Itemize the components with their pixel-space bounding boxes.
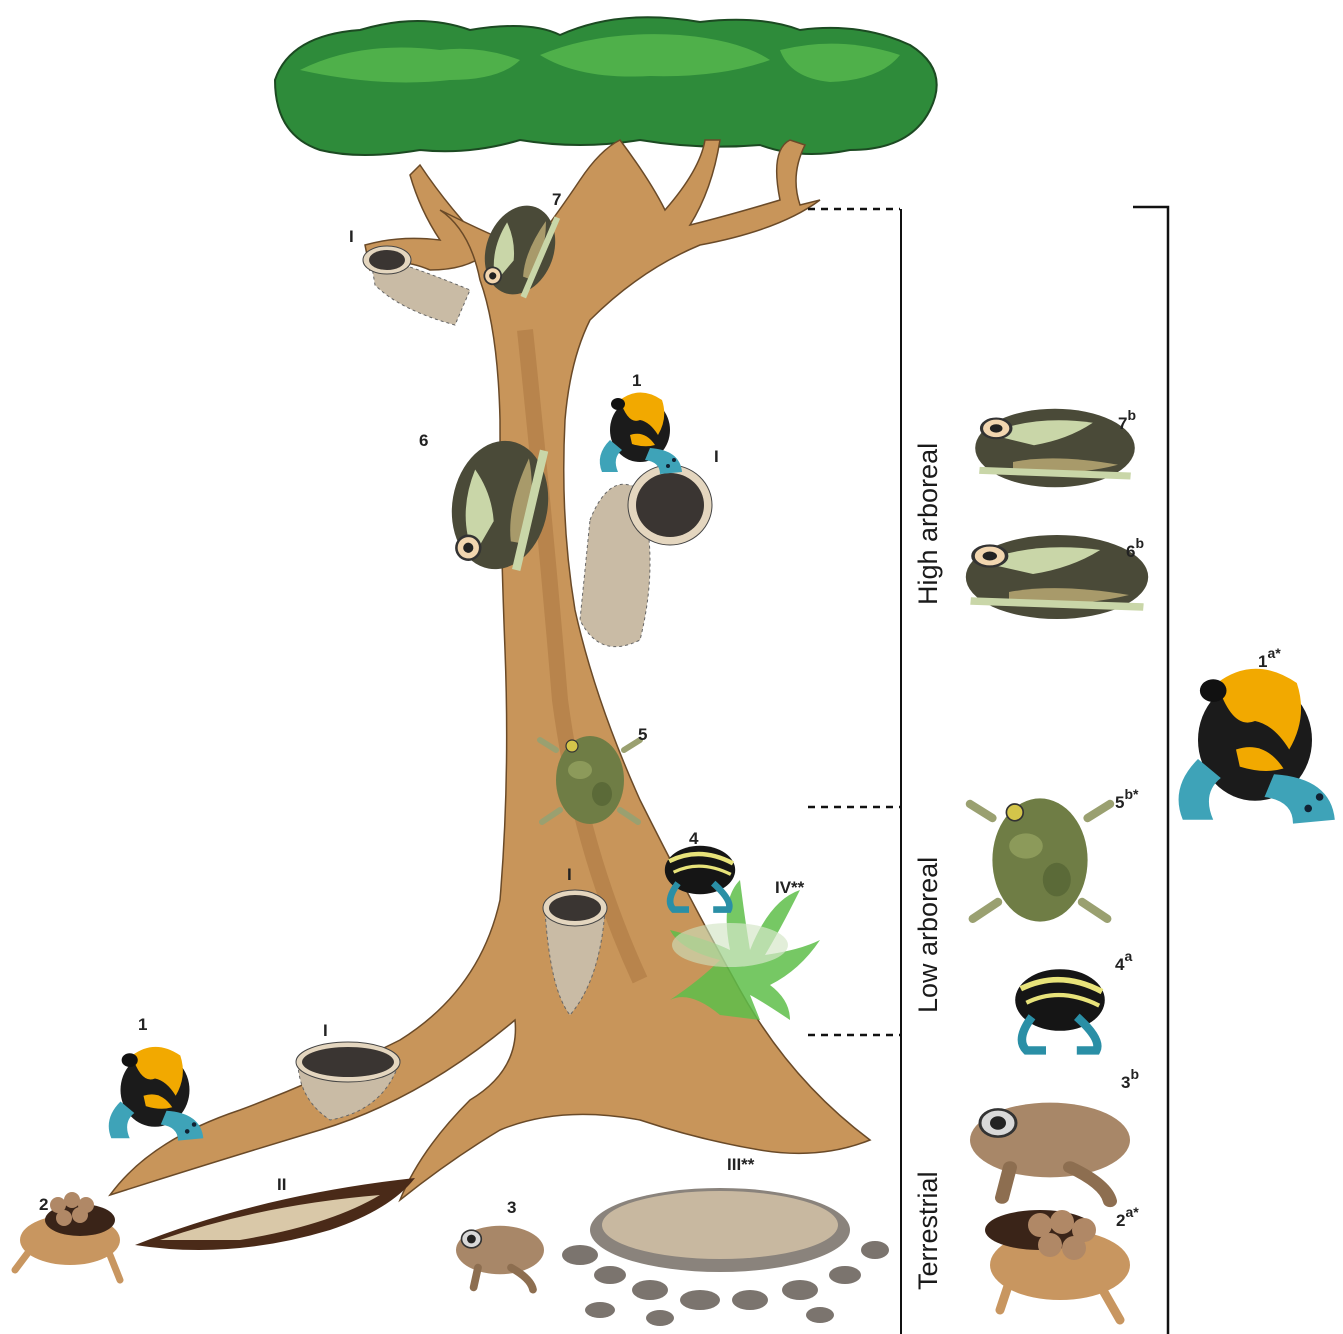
label-frog-5: 5 — [638, 725, 647, 744]
label-hole-lower: I — [567, 865, 572, 884]
stratum-terrestrial: Terrestrial — [913, 1171, 943, 1290]
legend-label-6: 6b — [1126, 535, 1144, 561]
label-hole-top: I — [349, 227, 354, 246]
label-frog-2: 2 — [39, 1195, 48, 1214]
tree-trunk — [110, 140, 870, 1200]
label-frog-3: 3 — [507, 1198, 516, 1217]
legend-frog-6 — [966, 535, 1148, 619]
frog-2-ground — [15, 1192, 120, 1280]
legend-label-7: 7b — [1118, 407, 1136, 433]
label-bromeliad: IV** — [775, 878, 805, 897]
label-frog-1-ground: 1 — [138, 1015, 147, 1034]
legend-label-4: 4a — [1115, 948, 1132, 974]
tree-canopy — [275, 17, 937, 155]
legend-frog-4 — [1015, 969, 1105, 1050]
label-leaf-litter: II — [277, 1175, 286, 1194]
legend-frog-3 — [970, 1103, 1130, 1202]
stratum-high-arboreal: High arboreal — [913, 443, 943, 605]
label-frog-7: 7 — [552, 190, 561, 209]
label-hole-mid: I — [714, 447, 719, 466]
frog-1-tree — [600, 393, 682, 475]
strata-brackets — [808, 207, 1168, 1334]
leaf-litter — [135, 1178, 415, 1250]
stratum-low-arboreal: Low arboreal — [913, 857, 943, 1013]
tree-hole-mid — [580, 465, 712, 647]
label-frog-6: 6 — [419, 431, 428, 450]
label-ground-pool: III** — [727, 1155, 755, 1174]
legend-label-3: 3b — [1121, 1066, 1139, 1092]
frog-1-ground — [109, 1047, 204, 1141]
legend-label-2: 2a* — [1116, 1204, 1139, 1230]
label-frog-1-tree: 1 — [632, 371, 641, 390]
legend-label-5: 5b* — [1115, 786, 1139, 812]
frog-3-ground — [456, 1226, 544, 1290]
ground-pool — [562, 1188, 889, 1326]
legend-label-1: 1a* — [1258, 645, 1281, 671]
legend-frog-1 — [1179, 669, 1335, 824]
legend-frog-7 — [975, 409, 1135, 487]
label-frog-4: 4 — [689, 829, 699, 848]
legend-frog-2 — [985, 1210, 1130, 1320]
legend-frog-5 — [970, 798, 1110, 921]
label-hole-root: I — [323, 1021, 328, 1040]
